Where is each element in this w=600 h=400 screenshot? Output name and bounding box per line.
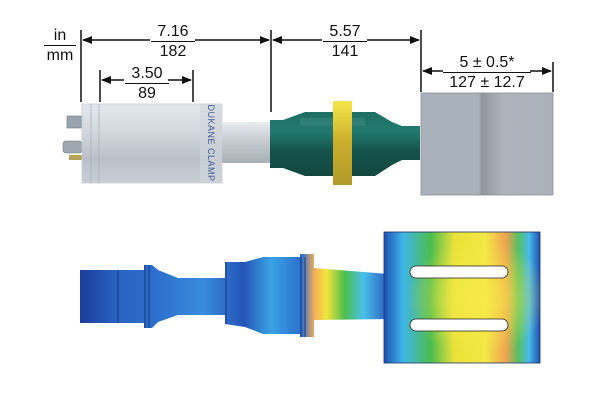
dimension-booster-inches: 5.57	[323, 22, 367, 42]
dimension-booster-mm: 141	[331, 43, 359, 60]
dimension-overall-inches: 7.16	[151, 22, 195, 42]
dimension-converter-mm: 89	[138, 85, 156, 102]
dimension-horn-inches: 5 ± 0.5*	[443, 53, 531, 73]
dimension-converter: 3.50 89	[125, 64, 169, 103]
units-legend: in mm	[44, 26, 76, 65]
dimension-overall-mm: 182	[159, 43, 187, 60]
dimension-horn: 5 ± 0.5* 127 ± 12.7	[443, 53, 531, 92]
converter-connectors	[62, 115, 83, 160]
dimension-booster: 5.57 141	[323, 22, 367, 61]
dimension-horn-mm: 127 ± 12.7	[449, 74, 525, 91]
units-mm: mm	[46, 47, 74, 64]
dimension-overall: 7.16 182	[151, 22, 195, 61]
dimension-converter-inches: 3.50	[125, 64, 169, 84]
units-inches: in	[44, 26, 76, 46]
